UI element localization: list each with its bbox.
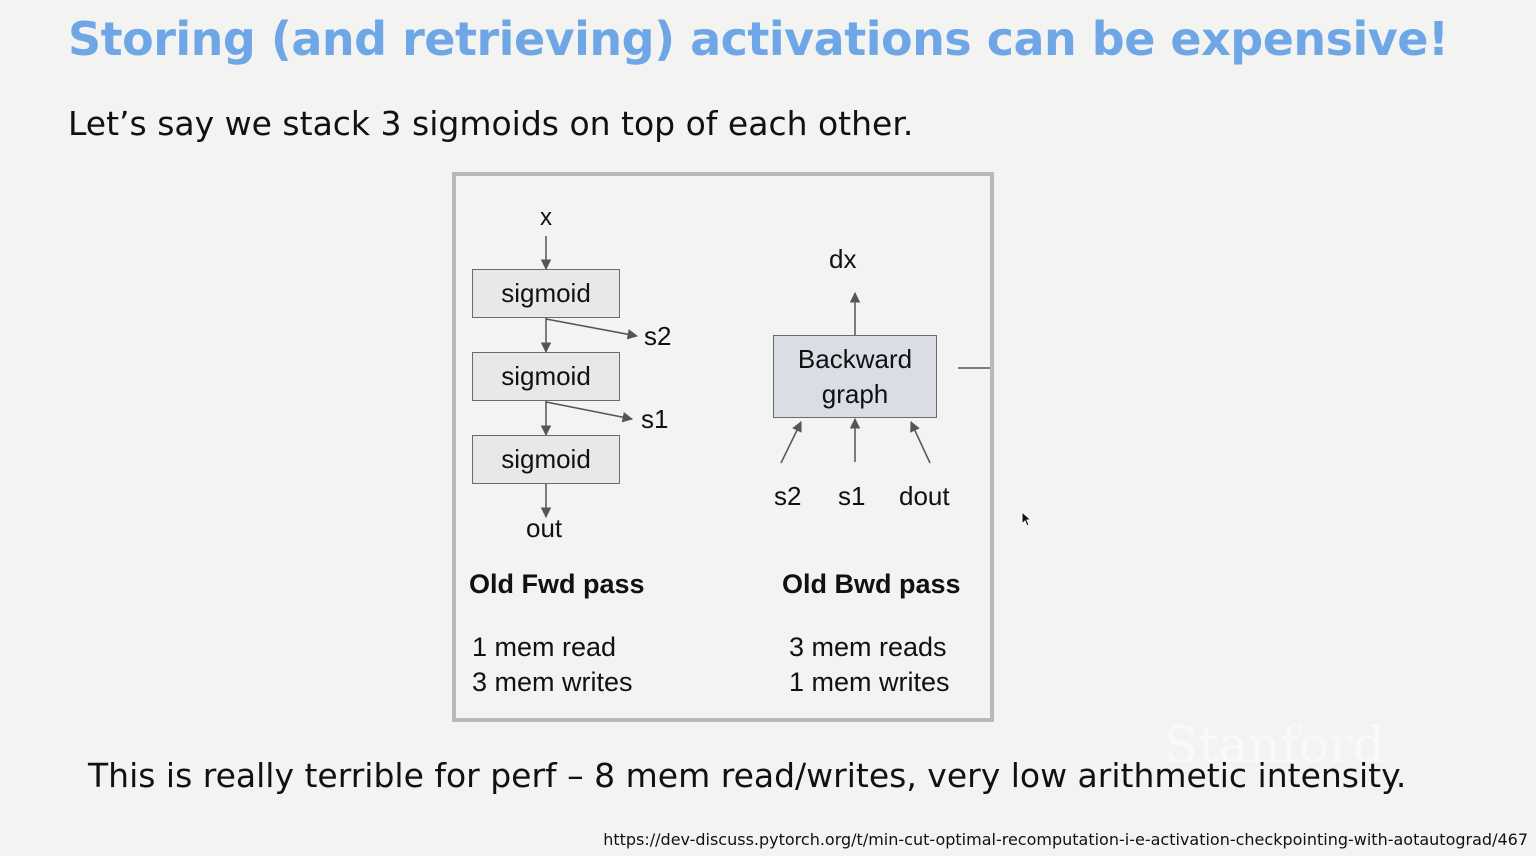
bwd-stat-writes: 1 mem writes (789, 667, 950, 697)
bwd-input-s2-label: s2 (774, 481, 802, 511)
bwd-output-dx-label: dx (829, 244, 857, 274)
diagram-arrows (540, 236, 990, 519)
arrow-to-s1 (545, 401, 634, 423)
fwd-stat-writes: 3 mem writes (472, 667, 633, 697)
bwd-stats: 3 mem reads 1 mem writes (789, 630, 950, 700)
sigmoid-box-3: sigmoid (472, 435, 620, 484)
saved-s2-label: s2 (644, 321, 672, 351)
stanford-watermark: Stanford (1164, 716, 1385, 774)
arrow-dout-to-bwd (910, 421, 931, 464)
fwd-output-label: out (526, 513, 563, 543)
sigmoid-box-1: sigmoid (472, 269, 620, 318)
fwd-stat-reads: 1 mem read (472, 632, 617, 662)
arrow-to-s2 (545, 318, 639, 340)
bwd-input-dout-label: dout (899, 481, 950, 511)
backward-graph-box: Backward graph (773, 335, 937, 418)
bwd-stat-reads: 3 mem reads (789, 632, 947, 662)
bwd-pass-heading: Old Bwd pass (782, 569, 961, 599)
slide-subtitle: Let’s say we stack 3 sigmoids on top of … (68, 104, 914, 143)
sigmoid-box-2: sigmoid (472, 352, 620, 401)
slide-title: Storing (and retrieving) activations can… (68, 12, 1449, 66)
source-url[interactable]: https://dev-discuss.pytorch.org/t/min-cu… (603, 830, 1528, 849)
bwd-input-s1-label: s1 (838, 481, 866, 511)
fwd-pass-heading: Old Fwd pass (469, 569, 645, 599)
mouse-pointer-icon (1021, 511, 1033, 527)
saved-s1-label: s1 (641, 404, 669, 434)
diagram-figure: x sigmoid sigmoid sigmoid s2 s1 out dx B… (452, 172, 994, 722)
fwd-input-x-label: x (540, 204, 552, 231)
fwd-stats: 1 mem read 3 mem writes (472, 630, 633, 700)
arrow-s2-to-bwd (780, 421, 802, 464)
slide-footer-note: This is really terrible for perf – 8 mem… (88, 756, 1407, 795)
